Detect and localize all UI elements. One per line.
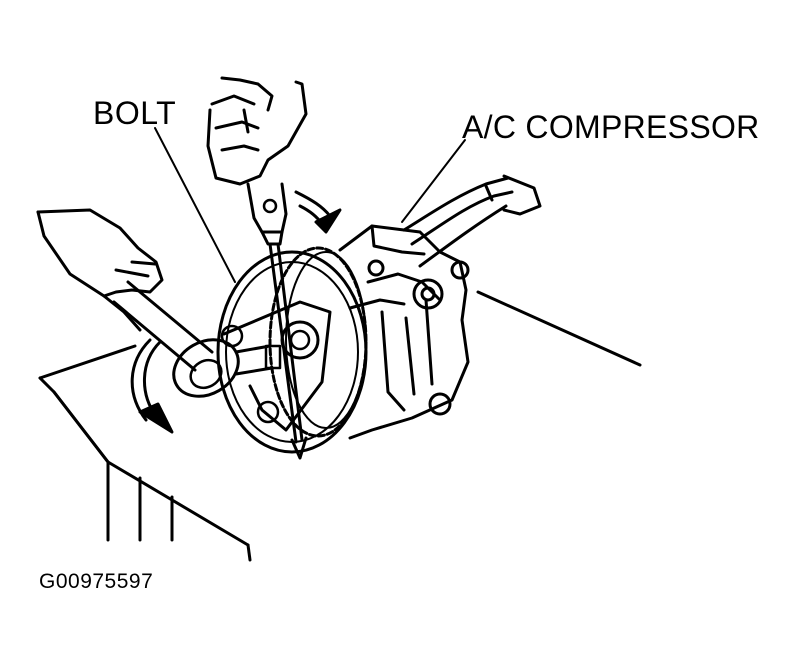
figure-id: G00975597	[39, 570, 154, 593]
rotation-arrow-left	[130, 338, 174, 434]
compressor-pulley	[216, 246, 368, 454]
compressor-body	[338, 174, 542, 440]
rotation-arrow-top	[294, 190, 342, 234]
left-hand-wrench	[36, 208, 282, 398]
leader-lines	[154, 127, 466, 283]
workbench	[38, 290, 642, 562]
bolt-label: BOLT	[93, 95, 177, 131]
compressor-label: A/C COMPRESSOR	[462, 109, 760, 145]
